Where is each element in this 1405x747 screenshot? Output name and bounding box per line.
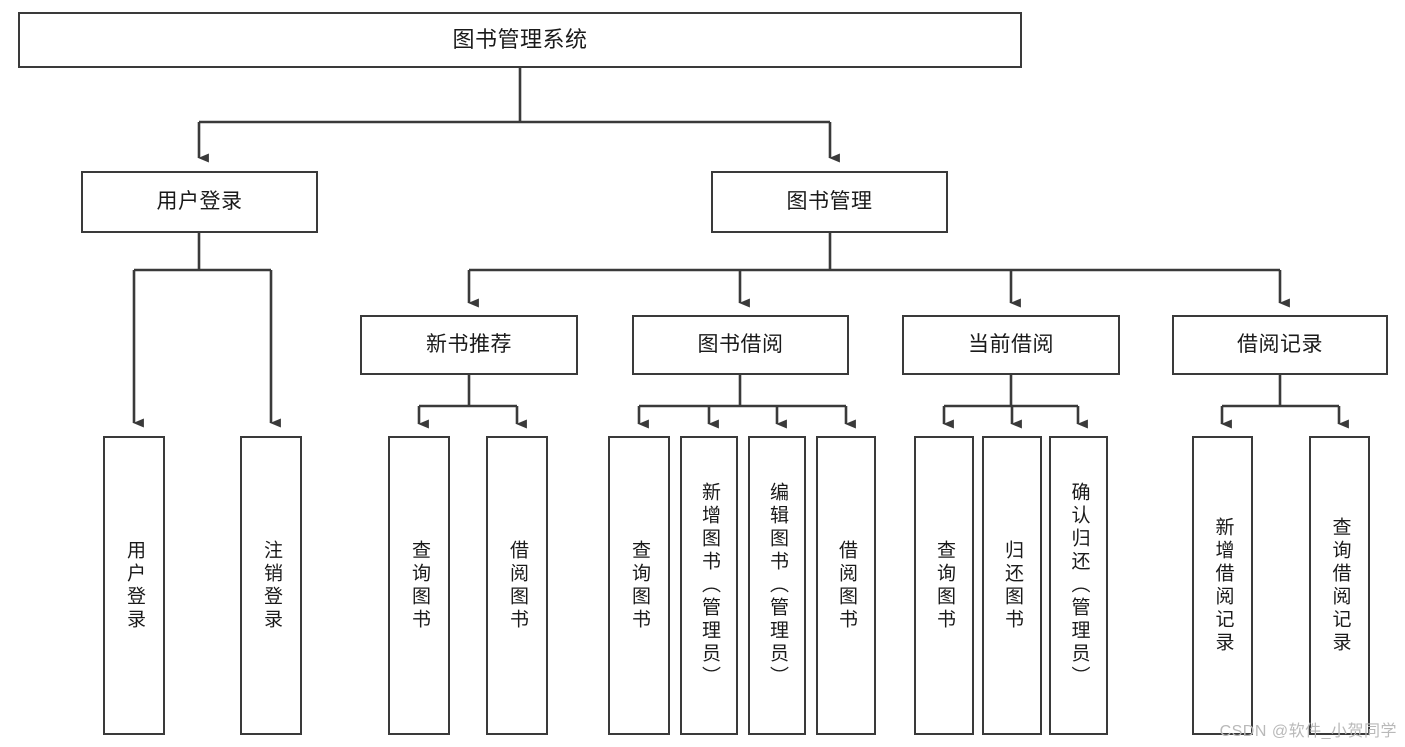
node-leaf-return-book[interactable]: 归还图书 — [982, 436, 1042, 735]
node-leaf-query-book-current-label: 查询图书 — [933, 539, 955, 632]
node-leaf-logout-login-label: 注销登录 — [260, 539, 282, 632]
node-leaf-add-book-admin[interactable]: 新增图书（管理员） — [680, 436, 738, 735]
node-root-label: 图书管理系统 — [452, 26, 588, 52]
node-leaf-borrow-book-label: 借阅图书 — [835, 539, 857, 632]
node-leaf-borrow-book-recommend[interactable]: 借阅图书 — [486, 436, 548, 735]
node-leaf-add-borrow-record[interactable]: 新增借阅记录 — [1192, 436, 1253, 735]
node-leaf-query-borrow-record[interactable]: 查询借阅记录 — [1309, 436, 1370, 735]
node-leaf-confirm-return-admin-label: 确认归还（管理员） — [1068, 482, 1090, 689]
node-book-management[interactable]: 图书管理 — [711, 171, 948, 233]
node-leaf-borrow-book[interactable]: 借阅图书 — [816, 436, 876, 735]
node-leaf-query-borrow-record-label: 查询借阅记录 — [1329, 516, 1351, 655]
node-current-borrow-label: 当前借阅 — [968, 333, 1054, 357]
node-new-book-recommend-label: 新书推荐 — [426, 333, 512, 357]
node-borrow-records[interactable]: 借阅记录 — [1172, 315, 1388, 375]
node-leaf-logout-login[interactable]: 注销登录 — [240, 436, 302, 735]
node-book-management-label: 图书管理 — [786, 190, 873, 214]
node-borrow-records-label: 借阅记录 — [1237, 333, 1323, 357]
node-leaf-add-book-admin-label: 新增图书（管理员） — [698, 482, 720, 689]
node-current-borrow[interactable]: 当前借阅 — [902, 315, 1120, 375]
node-user-login-label: 用户登录 — [156, 190, 243, 214]
node-leaf-query-book-recommend[interactable]: 查询图书 — [388, 436, 450, 735]
node-leaf-user-login[interactable]: 用户登录 — [103, 436, 165, 735]
node-new-book-recommend[interactable]: 新书推荐 — [360, 315, 578, 375]
node-leaf-query-book-current[interactable]: 查询图书 — [914, 436, 974, 735]
node-leaf-query-book-borrow-label: 查询图书 — [628, 539, 650, 632]
node-leaf-user-login-label: 用户登录 — [123, 539, 145, 632]
node-leaf-confirm-return-admin[interactable]: 确认归还（管理员） — [1049, 436, 1108, 735]
node-leaf-add-borrow-record-label: 新增借阅记录 — [1212, 516, 1234, 655]
node-leaf-edit-book-admin-label: 编辑图书（管理员） — [766, 482, 788, 689]
csdn-watermark: CSDN @软件_小贺同学 — [1219, 723, 1397, 740]
node-root[interactable]: 图书管理系统 — [18, 12, 1022, 68]
node-leaf-query-book-recommend-label: 查询图书 — [408, 539, 430, 632]
node-leaf-edit-book-admin[interactable]: 编辑图书（管理员） — [748, 436, 806, 735]
node-leaf-query-book-borrow[interactable]: 查询图书 — [608, 436, 670, 735]
node-leaf-borrow-book-recommend-label: 借阅图书 — [506, 539, 528, 632]
node-book-borrow-label: 图书借阅 — [697, 333, 784, 357]
node-user-login[interactable]: 用户登录 — [81, 171, 318, 233]
node-leaf-return-book-label: 归还图书 — [1001, 539, 1023, 632]
node-book-borrow[interactable]: 图书借阅 — [632, 315, 849, 375]
